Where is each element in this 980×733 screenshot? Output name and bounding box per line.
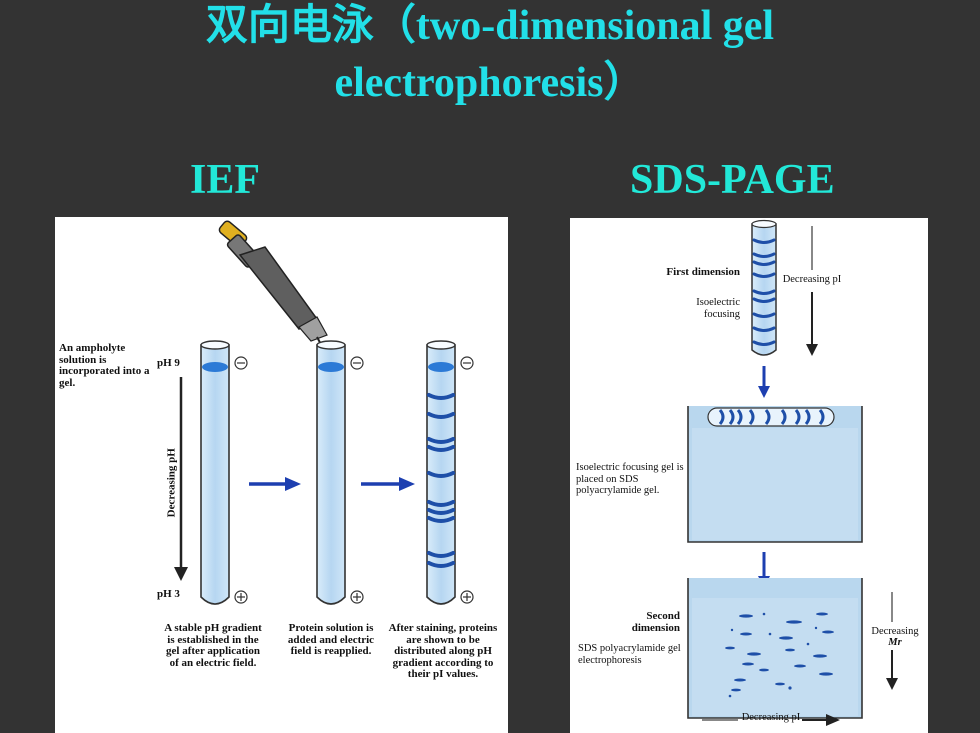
caption-step1: A stable pH gradient is established in t… [164, 622, 262, 669]
bottom-decreasing-pi-arrow [702, 714, 840, 726]
second-dimension-gel [687, 578, 863, 719]
first-dimension-label: First dimension [666, 266, 740, 278]
decreasing-pi-arrow [806, 226, 818, 356]
slide-title-line2: electrophoresis） [334, 60, 646, 106]
decreasing-mr-arrow [886, 592, 898, 690]
caption-step3: After staining, proteins are shown to be… [388, 622, 498, 680]
mr-symbol-label: Mr [888, 637, 902, 648]
ph-top-label: pH 9 [157, 357, 180, 369]
process-arrow-2 [361, 477, 415, 491]
down-arrow-1 [758, 366, 770, 398]
isoelectric-focusing-label: Isoelectric focusing [696, 297, 740, 320]
ief-heading: IEF [190, 157, 261, 203]
gel-tube-2 [316, 340, 346, 605]
process-arrow-1 [249, 477, 301, 491]
ief-diagram-panel: An ampholyte solution is incorporated in… [55, 217, 508, 733]
decreasing-ph-arrow [174, 377, 188, 581]
first-dimension-tube [751, 219, 777, 356]
caption-step2: Protein solution is added and electric f… [287, 622, 375, 657]
bottom-decreasing-pi-label: Decreasing pI [741, 712, 801, 723]
decreasing-ph-label: Decreasing pH [165, 448, 178, 518]
second-dimension-label: Second dimension [631, 610, 680, 634]
sds-page-diagram-graphic [687, 219, 898, 726]
sds-gel-with-ief-strip [687, 406, 863, 543]
electrode-symbols [234, 356, 474, 604]
sds-page-heading: SDS-PAGE [630, 157, 835, 203]
ampholyte-label: An ampholyte solution is incorporated in… [59, 342, 150, 389]
gel-tube-1 [200, 340, 230, 605]
ief-gel-placed-label: Isoelectric focusing gel is placed on SD… [576, 462, 684, 496]
decreasing-pi-label: Decreasing pI [782, 274, 842, 285]
ief-diagram-graphic [174, 220, 474, 605]
ph-bottom-label: pH 3 [157, 588, 180, 600]
decreasing-mr-label: Decreasing [871, 626, 919, 637]
slide-title-line1: 双向电泳（two-dimensional gel [205, 3, 775, 49]
sds-page-diagram-panel: First dimension Isoelectric focusing Dec… [570, 218, 928, 733]
sds-electrophoresis-label: SDS polyacrylamide gel electrophoresis [578, 643, 681, 666]
pipette-icon [218, 220, 332, 364]
gel-tube-3 [426, 340, 456, 605]
